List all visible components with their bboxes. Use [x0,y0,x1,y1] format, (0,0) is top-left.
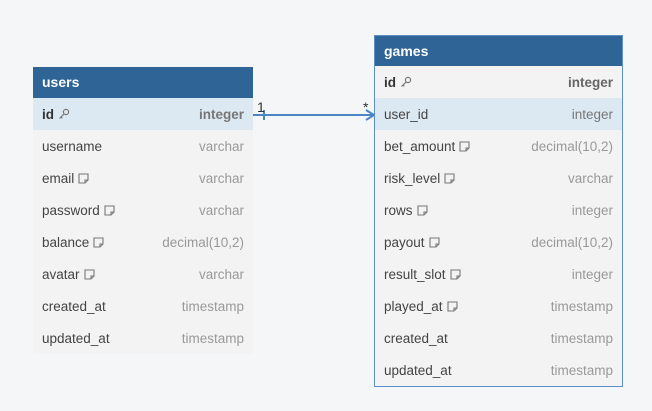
users-table-header[interactable]: users [33,67,253,98]
field-name-text: created_at [42,298,106,314]
field-name: rows [384,203,428,218]
field-name: updated_at [384,363,452,378]
field-name: email [42,171,89,186]
field-row-created-at[interactable]: created_at timestamp [375,322,622,354]
relation-many-label: * [363,99,369,115]
field-name: result_slot [384,267,461,282]
relation-one-label: 1 [257,99,265,115]
field-type: decimal(10,2) [531,234,613,250]
field-row-result-slot[interactable]: result_slot integer [375,258,622,290]
field-type: timestamp [181,298,244,314]
field-name-text: updated_at [384,362,452,378]
users-table[interactable]: users id integer username varchar email varch… [33,67,253,354]
field-row-payout[interactable]: payout decimal(10,2) [375,226,622,258]
field-type: timestamp [181,330,244,346]
field-type: varchar [567,170,613,186]
field-name: user_id [384,107,428,122]
field-type: integer [571,266,613,282]
field-type: timestamp [550,330,613,346]
field-name-text: username [42,138,103,154]
field-name-text: password [42,202,100,218]
field-name: created_at [42,299,106,314]
note-icon [447,300,458,312]
field-name: id [42,107,70,122]
field-name: created_at [384,331,448,346]
field-name: avatar [42,267,95,282]
field-name: balance [42,235,104,250]
field-name: id [384,75,412,90]
field-name: played_at [384,299,458,314]
field-name: username [42,139,102,154]
note-icon [428,236,440,248]
field-type: timestamp [550,362,613,378]
field-type: varchar [198,138,244,154]
field-row-password[interactable]: password varchar [33,194,253,226]
field-name: password [42,203,115,218]
note-icon [459,140,470,152]
field-type: timestamp [550,298,613,314]
field-name: updated_at [42,331,110,346]
field-name-text: rows [384,202,413,218]
note-icon [416,204,428,216]
field-name-text: user_id [384,106,429,122]
field-name: bet_amount [384,139,470,154]
field-type: integer [571,202,613,218]
note-icon [78,172,89,184]
field-type: varchar [198,170,244,186]
field-name-text: balance [42,234,90,250]
field-row-user-id[interactable]: user_id integer [375,98,622,130]
field-row-id[interactable]: id integer [33,98,253,130]
field-name-text: id [384,74,396,90]
field-name-text: email [42,170,75,186]
field-row-created-at[interactable]: created_at timestamp [33,290,253,322]
field-name-text: bet_amount [384,138,456,154]
field-name-text: played_at [384,298,443,314]
field-name-text: risk_level [384,170,441,186]
field-name: payout [384,235,440,250]
key-icon [58,108,70,120]
note-icon [104,204,115,216]
field-type: integer [571,106,613,122]
field-row-balance[interactable]: balance decimal(10,2) [33,226,253,258]
field-name-text: avatar [42,266,80,282]
field-type: decimal(10,2) [162,234,244,250]
field-type: varchar [198,266,244,282]
field-row-updated-at[interactable]: updated_at timestamp [375,354,622,386]
games-table-header[interactable]: games [375,36,622,66]
field-row-rows[interactable]: rows integer [375,194,622,226]
field-type: integer [567,74,613,90]
field-row-risk-level[interactable]: risk_level varchar [375,162,622,194]
note-icon [444,172,455,184]
note-icon [93,236,104,248]
field-row-updated-at[interactable]: updated_at timestamp [33,322,253,354]
field-row-avatar[interactable]: avatar varchar [33,258,253,290]
field-row-bet-amount[interactable]: bet_amount decimal(10,2) [375,130,622,162]
field-row-played-at[interactable]: played_at timestamp [375,290,622,322]
field-name: risk_level [384,171,455,186]
field-type: integer [198,106,244,122]
key-icon [400,76,412,88]
field-name-text: payout [384,234,425,250]
field-type: varchar [198,202,244,218]
note-icon [83,268,95,280]
field-name-text: updated_at [42,330,110,346]
field-row-id[interactable]: id integer [375,66,622,98]
field-row-email[interactable]: email varchar [33,162,253,194]
field-row-username[interactable]: username varchar [33,130,253,162]
field-type: decimal(10,2) [531,138,613,154]
field-name-text: created_at [384,330,448,346]
note-icon [449,268,461,280]
field-name-text: id [42,106,54,122]
field-name-text: result_slot [384,266,446,282]
